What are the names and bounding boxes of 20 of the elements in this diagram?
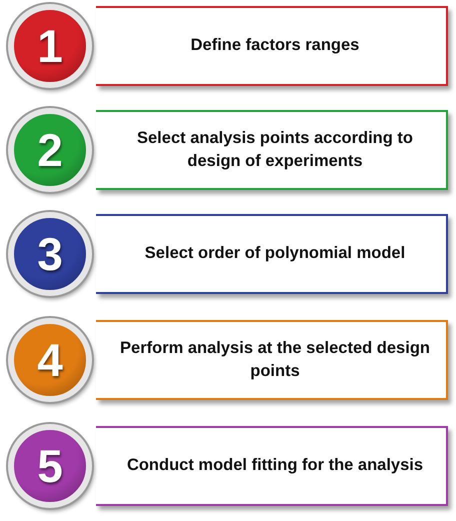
step-number: 5 [37,439,63,493]
step-text: Conduct model fitting for the analysis [126,455,424,476]
step-number: 2 [37,123,63,177]
step-box [96,320,448,400]
step-box [96,6,448,86]
step-number-circle [8,212,92,296]
step-text: Perform analysis at the selected design points [119,338,431,382]
step-text: Select analysis points according to design of experiments [136,128,414,172]
step-number-circle [8,108,92,192]
step-number-circle [8,424,92,508]
step-number-circle [8,4,92,88]
step-text: Select order of polynomial model [144,243,406,264]
step-box [96,426,448,506]
step-number-circle [8,318,92,402]
step-number: 4 [37,333,63,387]
step-number: 3 [37,227,63,281]
step-box [96,214,448,294]
step-number: 1 [37,19,63,73]
step-text: Define factors ranges [190,35,360,56]
step-box [96,110,448,190]
